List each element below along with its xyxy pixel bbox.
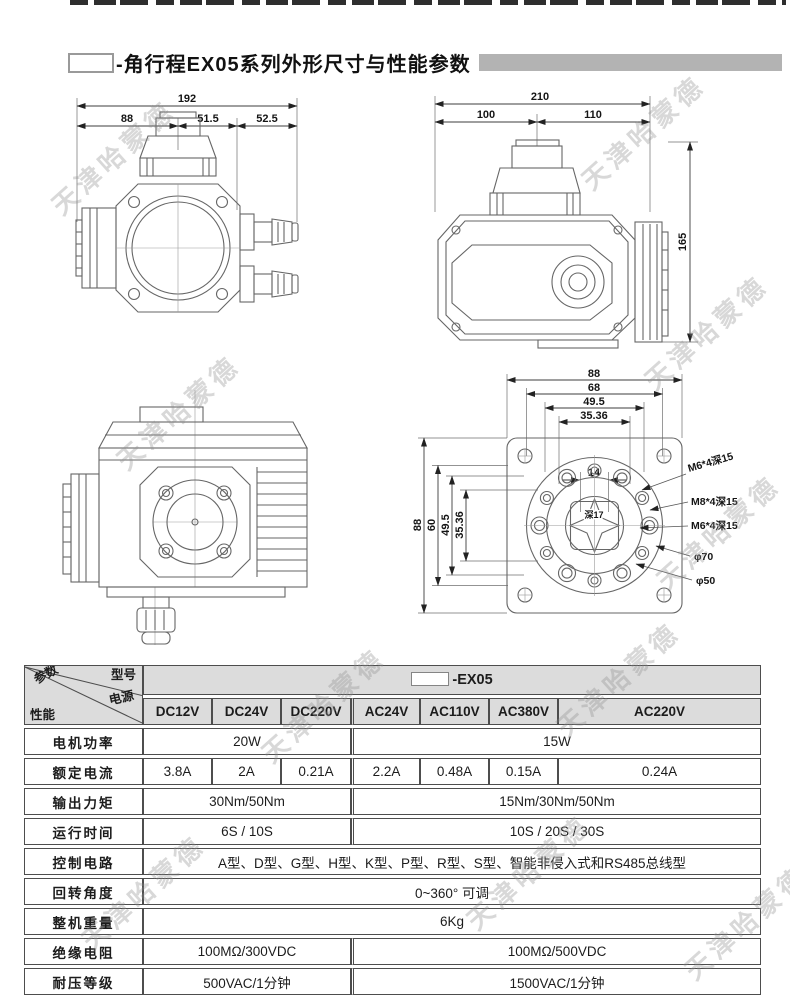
rated-current-dc12v: 3.8A [143,758,212,785]
dim-68: 68 [588,382,600,394]
col-header-dc12v: DC12V [143,698,212,725]
dim-52-5: 52.5 [256,113,277,125]
rated-current-ac380v: 0.15A [489,758,558,785]
table-row: 耐压等级 500VAC/1分钟 1500VAC/1分钟 [24,968,762,995]
label-m6-mid: M6*4深15 [691,519,738,532]
label-d70: φ70 [694,551,713,563]
rated-current-ac220v: 0.24A [558,758,762,785]
rotation-angle-value: 0~360° 可调 [143,878,762,905]
run-time-ac: 10S / 20S / 30S [351,818,762,845]
corner-label-model: 型号 [110,668,136,682]
col-header-dc24v: DC24V [212,698,281,725]
rated-current-ac24v: 2.2A [351,758,420,785]
col-header-ac110v: AC110V [420,698,489,725]
insulation-resistance-dc: 100MΩ/300VDC [143,938,351,965]
drawing-side-view: 210 100 110 165 [434,90,698,349]
dim-88: 88 [121,113,133,125]
cut-off-text-strip [70,0,786,5]
actuator-side-outline [437,139,669,349]
col-header-ac220v: AC220V [558,698,762,725]
row-label-rated-current: 额定电流 [24,758,143,785]
rated-current-ac110v: 0.48A [420,758,489,785]
dim-165: 165 [677,233,689,251]
row-label-control-circuit: 控制电路 [24,848,143,875]
dim-49-5-h: 49.5 [583,396,604,408]
dim-100: 100 [477,109,495,121]
insulation-resistance-ac: 100MΩ/500VDC [351,938,762,965]
col-header-dc220v: DC220V [281,698,351,725]
row-label-run-time: 运行时间 [24,818,143,845]
dim-110: 110 [584,109,602,121]
model-placeholder-box [68,52,114,73]
actuator-bottom-outline [62,406,308,645]
row-label-withstand-voltage: 耐压等级 [24,968,143,995]
model-header-cell: -EX05 [143,665,762,695]
table-row: 电机功率 20W 15W [24,728,762,755]
dimension-lines [434,101,693,343]
dim-192: 192 [178,93,196,105]
label-m8: M8*4深15 [691,495,738,508]
dim-210: 210 [531,91,549,103]
title-row: -角行程EX05系列外形尺寸与性能参数 [68,48,782,77]
table-row: 输出力矩 30Nm/50Nm 15Nm/30Nm/50Nm [24,788,762,815]
run-time-dc: 6S / 10S [143,818,351,845]
dim-51-5: 51.5 [197,113,218,125]
row-label-motor-power: 电机功率 [24,728,143,755]
rated-current-dc220v: 0.21A [281,758,351,785]
label-d50: φ50 [696,575,715,587]
weight-value: 6Kg [143,908,762,935]
withstand-voltage-ac: 1500VAC/1分钟 [351,968,762,995]
dim-60: 60 [426,519,438,531]
table-row: 控制电路 A型、D型、G型、H型、K型、P型、R型、S型、智能非侵入式和RS48… [24,848,762,875]
drawing-flange-view: 88 68 49.5 35.36 14 88 60 49.5 35.36 [412,368,739,614]
extension-lines [418,374,683,614]
actuator-front-outline [75,111,299,313]
table-row: 回转角度 0~360° 可调 [24,878,762,905]
dimension-lines [421,377,683,614]
drawing-front-view: 192 88 51.5 52.5 [75,92,299,313]
rated-current-dc24v: 2A [212,758,281,785]
model-header-text: -EX05 [452,672,493,688]
title-bar-fill [478,54,782,71]
output-torque-ac: 15Nm/30Nm/50Nm [351,788,762,815]
corner-diagonal-lines [25,666,142,724]
withstand-voltage-dc: 500VAC/1分钟 [143,968,351,995]
leader-lines [635,473,693,581]
label-m6-top: M6*4深15 [686,449,735,474]
dim-88-h: 88 [588,368,600,380]
row-label-rotation-angle: 回转角度 [24,878,143,905]
row-label-weight: 整机重量 [24,908,143,935]
flange-centerlines [518,449,671,602]
table-row: 运行时间 6S / 10S 10S / 20S / 30S [24,818,762,845]
corner-header-cell: 型号 电源 参数 性能 [24,665,143,725]
corner-label-performance: 性能 [30,707,56,722]
dim-35-36-v: 35.36 [454,511,466,539]
page-title: -角行程EX05系列外形尺寸与性能参数 [116,54,471,76]
output-torque-dc: 30Nm/50Nm [143,788,351,815]
model-placeholder-box-small [411,672,450,686]
motor-power-ac: 15W [351,728,762,755]
col-header-ac380v: AC380V [489,698,558,725]
row-label-output-torque: 输出力矩 [24,788,143,815]
col-header-ac24v: AC24V [351,698,420,725]
table-row: 整机重量 6Kg [24,908,762,935]
centerlines [153,390,237,645]
dim-88-v: 88 [412,519,424,531]
spec-table: 型号 电源 参数 性能 -EX05 DC12V DC24V DC220V AC2… [24,662,762,996]
motor-power-dc: 20W [143,728,351,755]
centerlines [116,184,240,312]
row-label-insulation-resistance: 绝缘电阻 [24,938,143,965]
dim-35-36-h: 35.36 [580,410,608,422]
dimension-lines [76,103,298,129]
dim-49-5-v: 49.5 [440,514,452,535]
label-depth17: 深17 [584,509,603,520]
table-row: 额定电流 3.8A 2A 0.21A 2.2A 0.48A 0.15A 0.24… [24,758,762,785]
drawing-bottom-view [62,390,308,645]
control-circuit-value: A型、D型、G型、H型、K型、P型、R型、S型、智能非侵入式和RS485总线型 [143,848,762,875]
table-row: 绝缘电阻 100MΩ/300VDC 100MΩ/500VDC [24,938,762,965]
